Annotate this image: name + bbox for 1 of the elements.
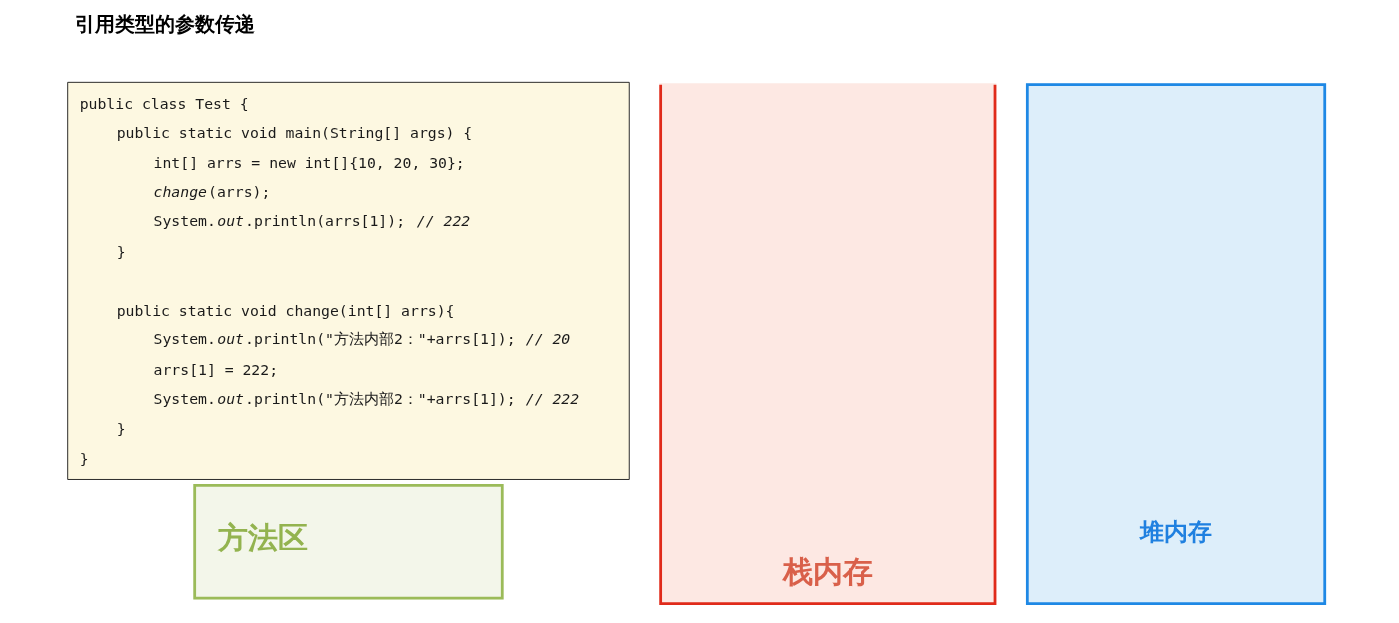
diagram-title: 引用类型的参数传递 [74, 11, 255, 36]
